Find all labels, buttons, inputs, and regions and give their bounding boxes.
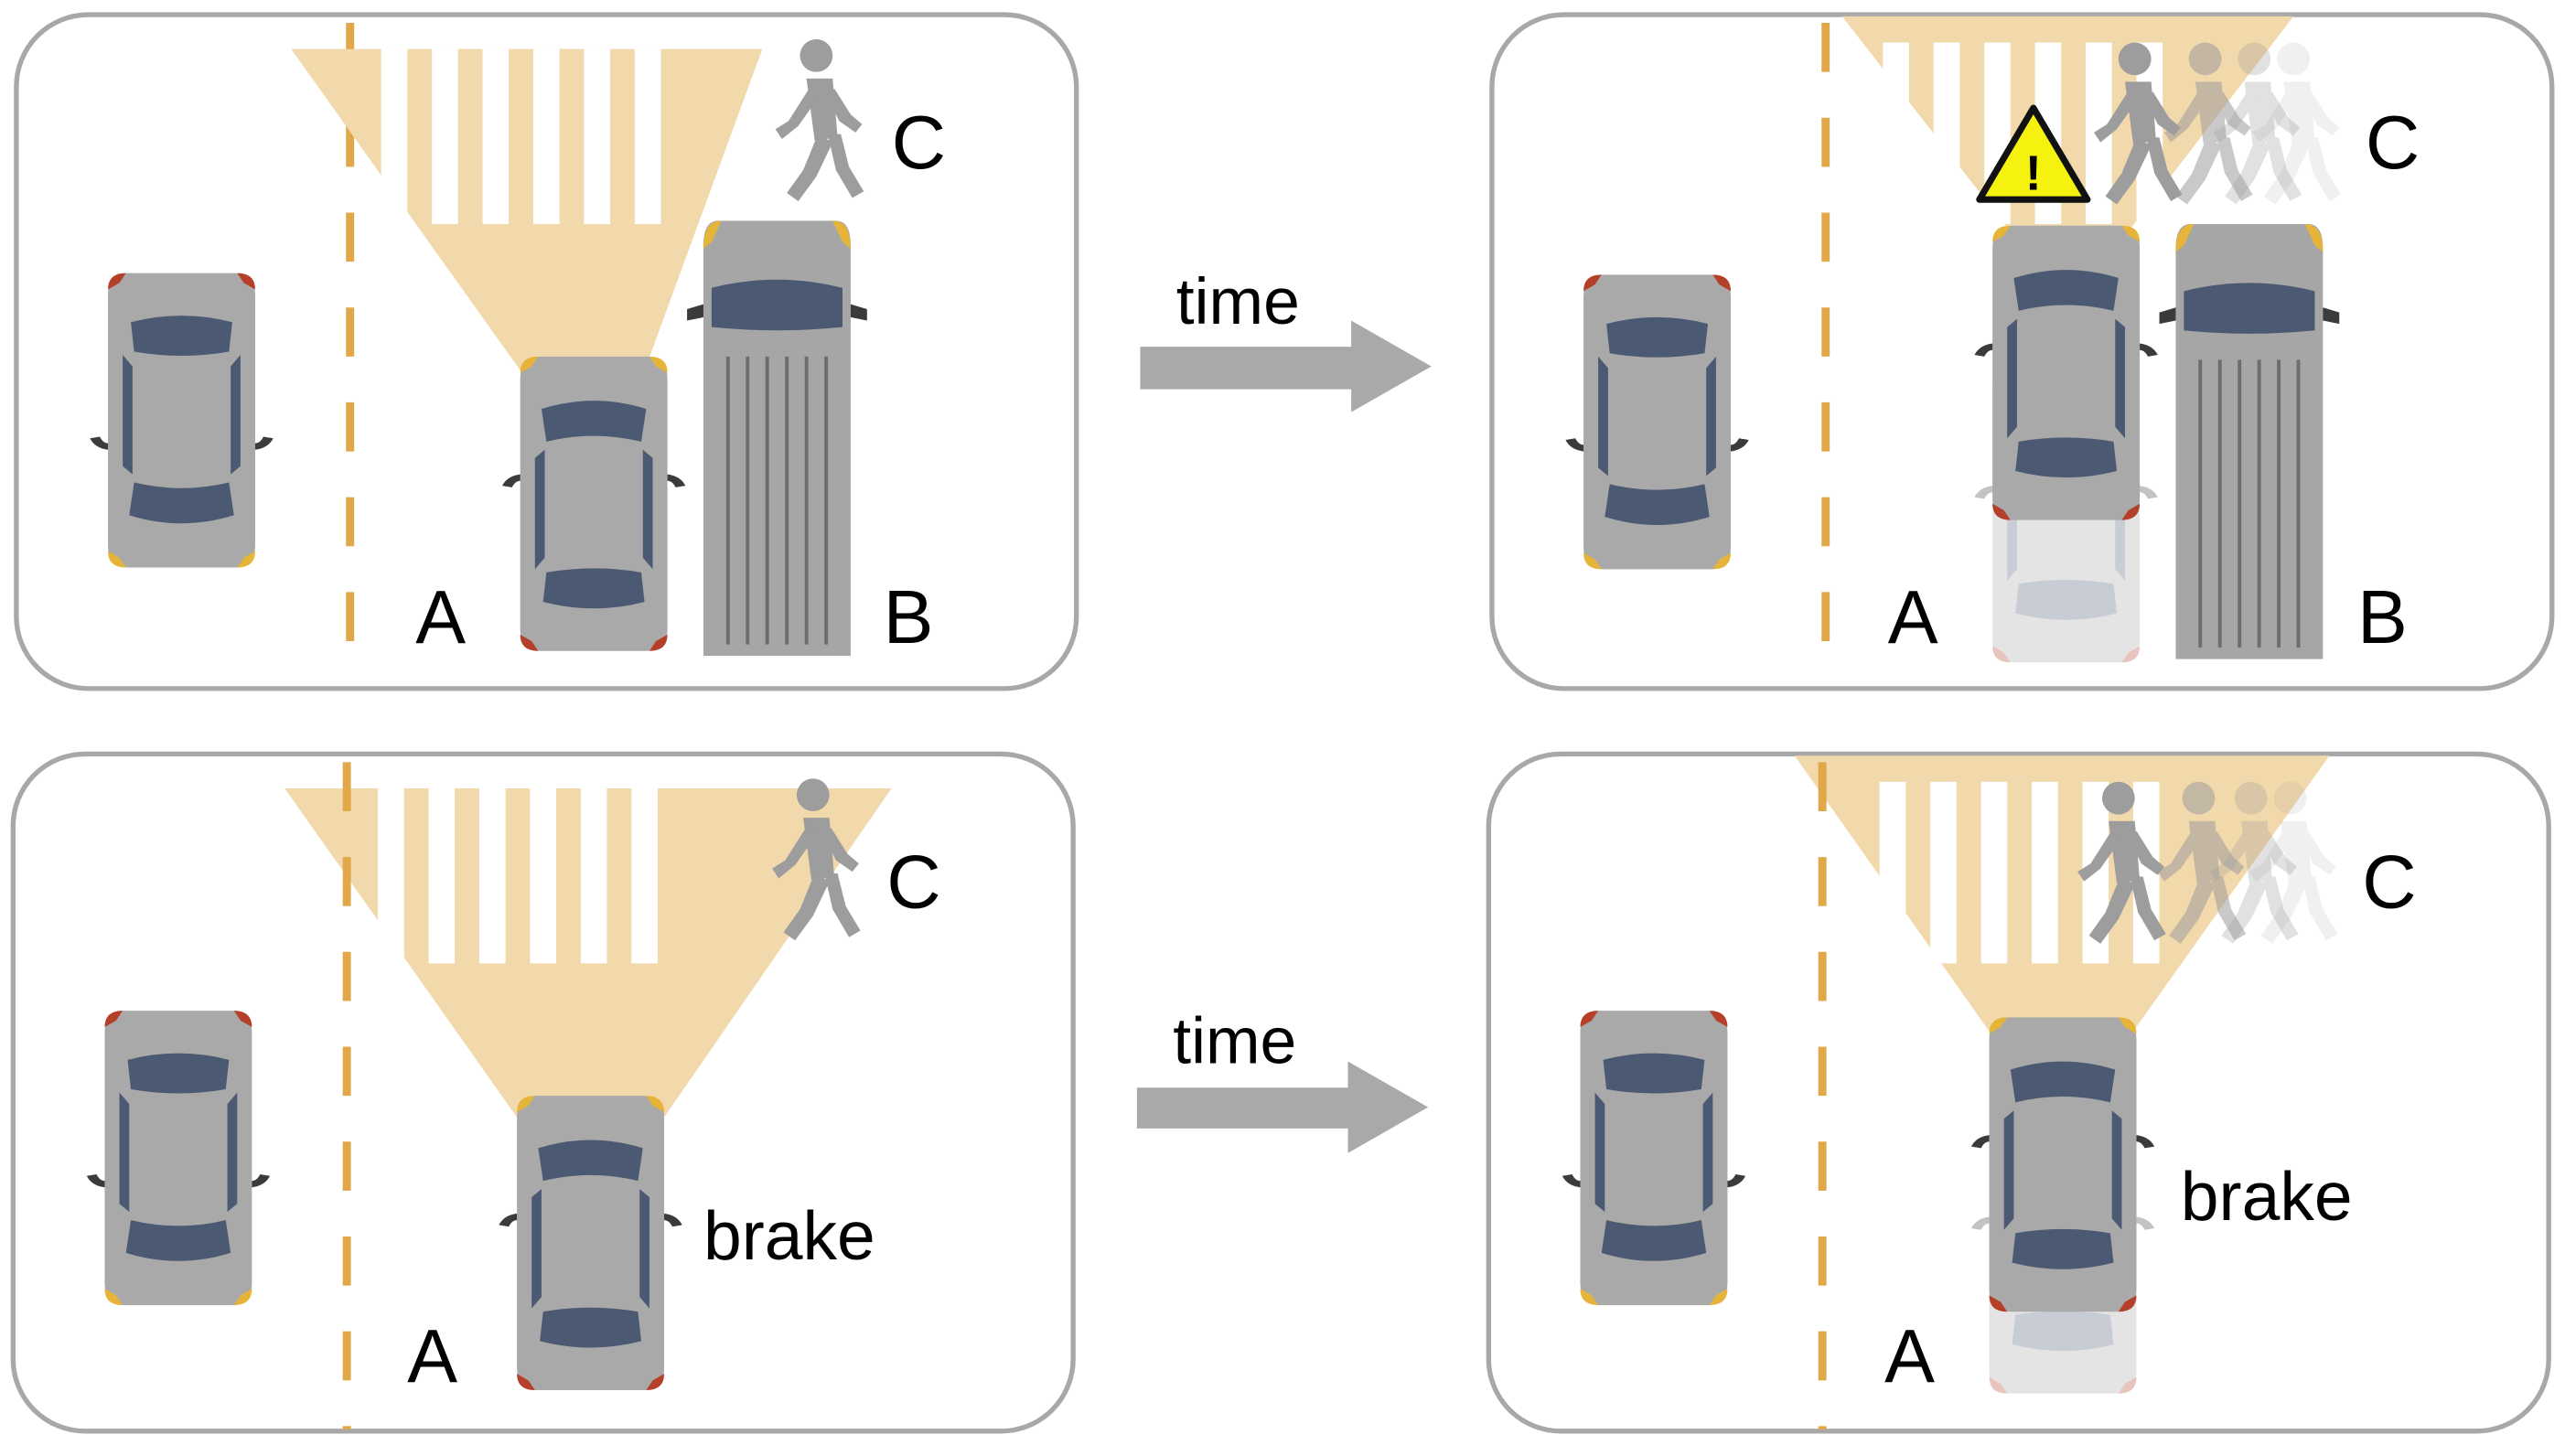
ego-car-a xyxy=(1974,225,2158,520)
oncoming-car xyxy=(90,273,274,568)
arrow-shape xyxy=(1136,1061,1429,1153)
time-arrow-top: time xyxy=(1140,265,1432,412)
label-c: C xyxy=(886,841,940,925)
brake-label: brake xyxy=(2181,1158,2353,1235)
label-c: C xyxy=(892,102,946,185)
time-label: time xyxy=(1176,265,1300,338)
warning-triangle-icon: ! xyxy=(1976,104,2091,203)
time-arrow-bottom: time xyxy=(1136,1004,1429,1153)
occluding-truck-b xyxy=(2157,222,2342,661)
oncoming-car xyxy=(1562,1011,1746,1306)
brake-label: brake xyxy=(703,1197,875,1274)
label-c: C xyxy=(2366,102,2420,185)
occluding-truck-b xyxy=(685,219,869,658)
label-a: A xyxy=(415,576,466,659)
ego-car-a xyxy=(1970,1017,2155,1312)
panel-top-before: A B C xyxy=(14,12,1079,691)
label-b: B xyxy=(2357,576,2408,659)
panel-bottom-before: brake A C xyxy=(10,751,1076,1434)
warning-glyph: ! xyxy=(2025,145,2042,200)
ego-car-a xyxy=(502,356,686,651)
arrow-shape xyxy=(1140,320,1432,412)
label-c: C xyxy=(2362,841,2416,925)
crosswalk xyxy=(381,48,661,224)
label-b: B xyxy=(884,576,934,659)
crosswalk xyxy=(378,787,658,964)
label-a: A xyxy=(1888,576,1938,659)
panel-bottom-after: brake A C xyxy=(1486,751,2551,1434)
panel-top-after: ! A B C xyxy=(1489,12,2555,691)
oncoming-car xyxy=(86,1011,271,1306)
label-a: A xyxy=(1884,1315,1935,1398)
label-a: A xyxy=(407,1315,457,1398)
crosswalk xyxy=(1879,781,2160,964)
time-label: time xyxy=(1173,1004,1296,1077)
oncoming-car xyxy=(1565,274,1749,570)
ego-car-a xyxy=(499,1096,682,1391)
